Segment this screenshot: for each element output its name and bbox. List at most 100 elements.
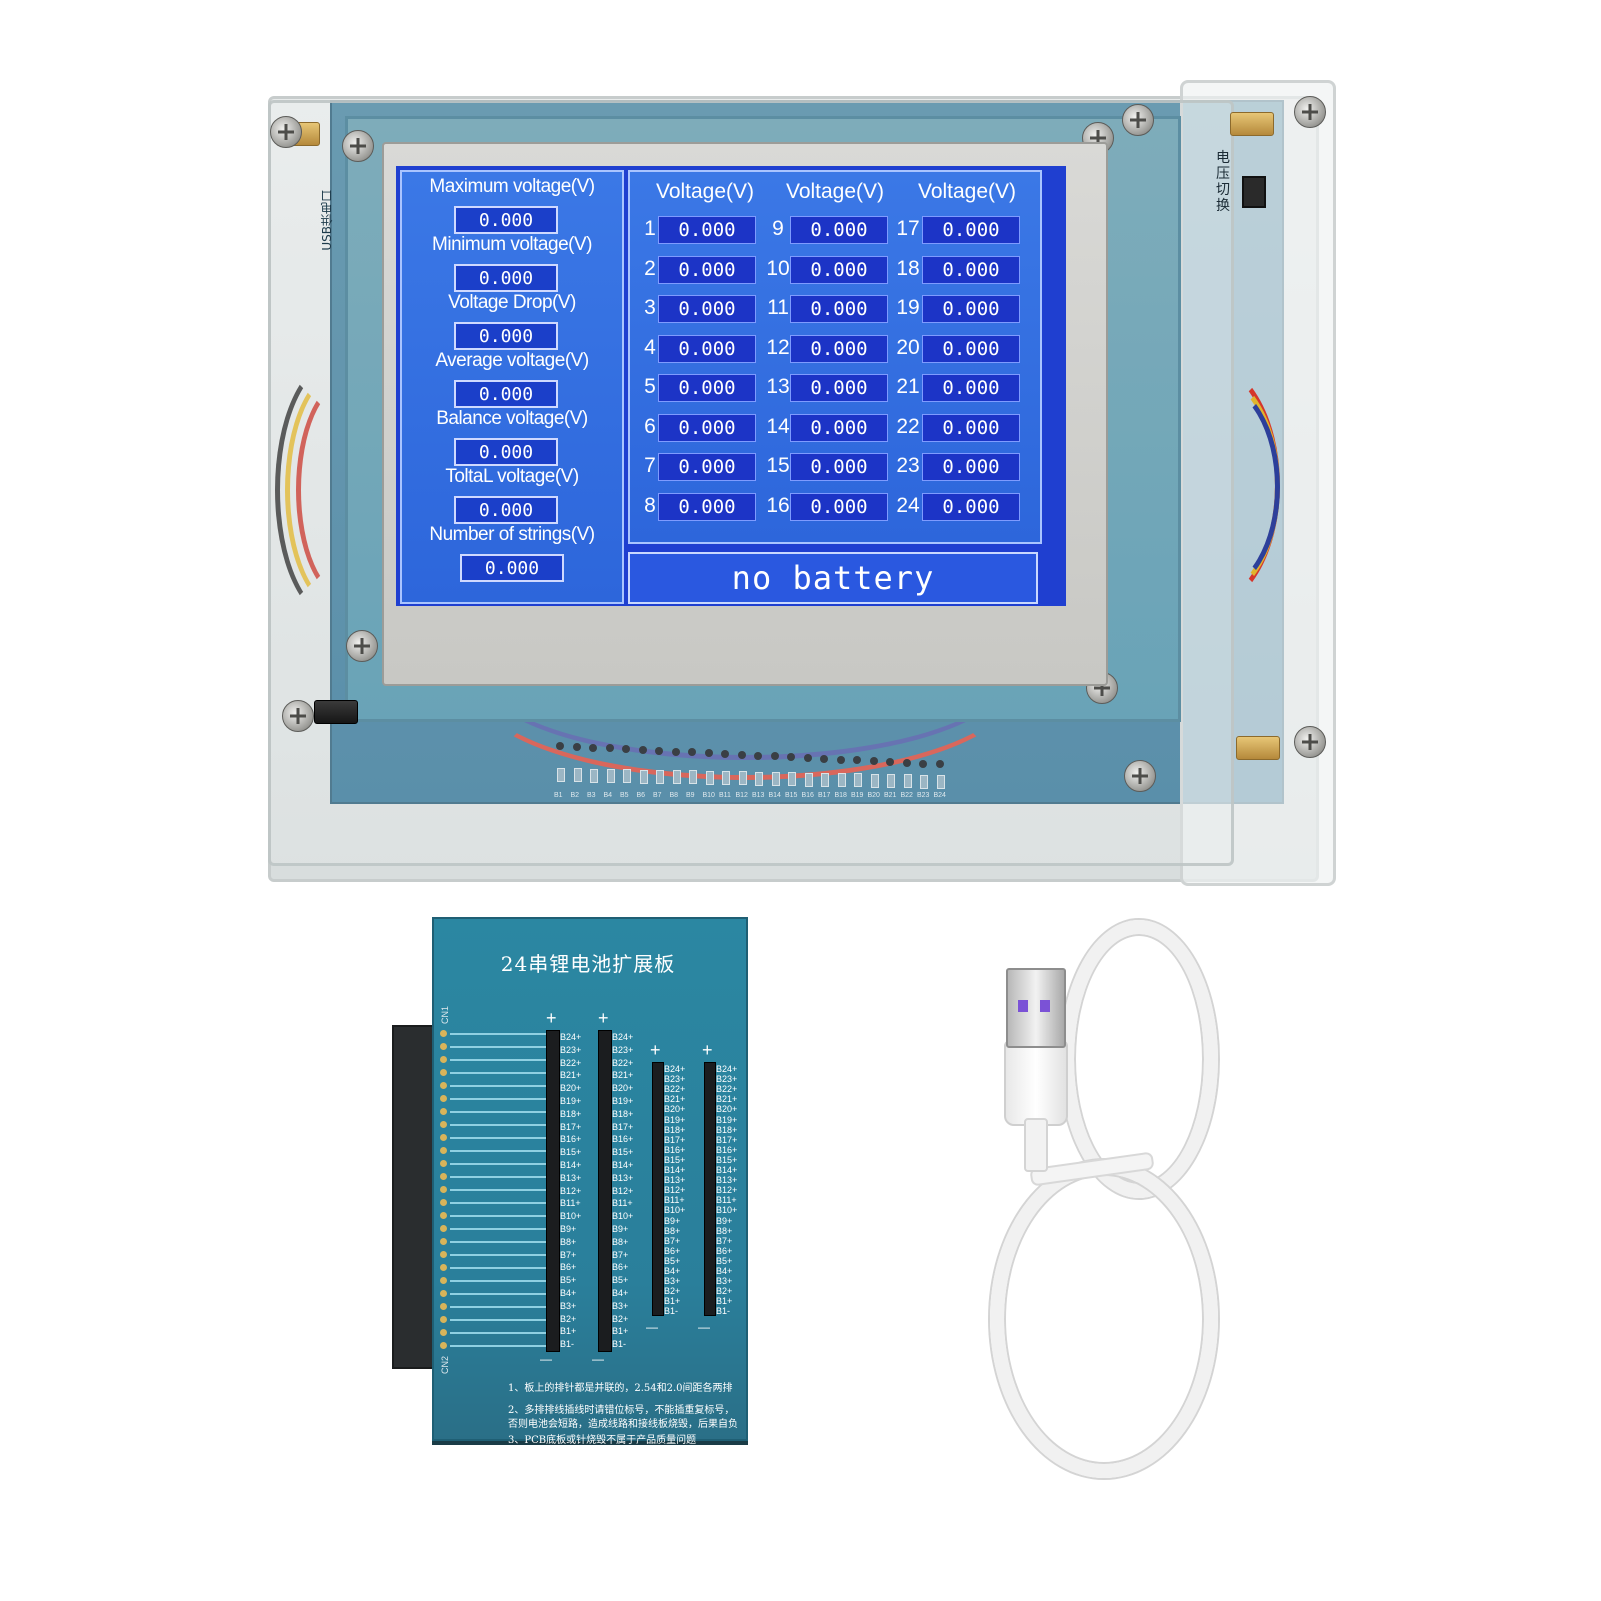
pin-label: B15 <box>785 792 798 799</box>
header-pin-label: B17+ <box>612 1121 634 1132</box>
cell-voltage-value: 0.000 <box>658 216 756 244</box>
cell-voltage-value: 0.000 <box>922 374 1020 402</box>
header-pin-label: B13+ <box>560 1172 582 1183</box>
pin-label: B23 <box>917 792 930 799</box>
header-pin-label: B8+ <box>664 1225 681 1236</box>
header-pin-label: B14+ <box>560 1160 582 1170</box>
pcb-trace <box>450 1085 558 1087</box>
stat-value-average: 0.000 <box>454 380 558 408</box>
cell-index: 20 <box>896 335 920 359</box>
expansion-board <box>432 917 748 1441</box>
column-header: Voltage(V) <box>655 180 755 203</box>
cell-index: 19 <box>896 296 920 319</box>
usb-contact <box>1040 1000 1050 1012</box>
header-pin-label: B19+ <box>612 1096 634 1106</box>
header-pin-label: B5+ <box>664 1255 681 1266</box>
expansion-board-title: 24串锂电池扩展板 <box>500 952 676 976</box>
header-pin-label: B21+ <box>664 1094 686 1105</box>
pcb-trace <box>450 1176 558 1178</box>
connector-pin-icon <box>440 1069 447 1076</box>
pcb-trace <box>450 1215 558 1217</box>
cell-index: 18 <box>896 256 920 280</box>
header-pin-label: B16+ <box>612 1134 634 1145</box>
cell-voltage-value: 0.000 <box>922 255 1020 284</box>
ribbon-cable-right-blue <box>1150 380 1280 594</box>
pad-icon <box>903 774 912 789</box>
header-pin-label: B7+ <box>664 1235 681 1246</box>
pcb-trace <box>450 1319 558 1321</box>
pad-icon <box>590 768 598 783</box>
header-labels-b: B24+B23+B22+B21+B20+B19+B18+B17+B16+B15+… <box>612 1032 652 1352</box>
cell-index: 21 <box>896 375 920 398</box>
usb-port-label: USB供电口 <box>320 190 334 251</box>
cell-index: 17 <box>896 217 920 240</box>
board-note-2: 2、多排排线插线时请错位标号，不能插重复标号， <box>508 1405 735 1416</box>
header-strip-3 <box>652 1062 664 1316</box>
header-pin-label: B14+ <box>612 1160 634 1170</box>
pin-label: B6 <box>636 792 646 799</box>
cell-index: 8 <box>644 493 656 517</box>
header-pin-label: B10+ <box>612 1211 634 1222</box>
voltage-switch[interactable] <box>1242 176 1266 208</box>
connector-pin-icon <box>440 1238 447 1245</box>
pin-icon <box>836 755 845 764</box>
stat-label-max: Maximum voltage(V) <box>429 176 595 197</box>
board-note-3: 否则电池会短路，造成线路和接线板烧毁，后果自负 <box>508 1419 738 1430</box>
connector-pin-icon <box>440 1121 447 1128</box>
header-pin-label: B18+ <box>612 1108 634 1119</box>
pad-icon <box>788 772 796 787</box>
cell-voltage-value: 0.000 <box>790 374 888 402</box>
header-pin-label: B18+ <box>560 1108 582 1119</box>
header-pin-label: B24+ <box>664 1064 686 1074</box>
connector-pin-icon <box>440 1277 447 1284</box>
connector-pin-icon <box>440 1030 447 1037</box>
cell-voltage-value: 0.000 <box>790 295 888 323</box>
cell-index: 22 <box>896 414 920 438</box>
cell-index: 24 <box>896 493 920 517</box>
cn1-label: CN1 <box>440 1005 451 1025</box>
connector-pin-icon <box>440 1186 447 1193</box>
connector-pin-icon <box>440 1225 447 1232</box>
header-pin-label: B2+ <box>664 1286 681 1297</box>
column-header: Voltage(V) <box>917 180 1017 203</box>
cell-voltage-value: 0.000 <box>922 413 1020 442</box>
board-note-4: 3、PCB底板或针烧毁不属于产品质量问题 <box>508 1435 697 1446</box>
pad-icon <box>573 768 582 783</box>
pin-icon <box>638 746 647 754</box>
connector-pin-icon <box>440 1108 447 1115</box>
header-labels-c: B24+B23+B22+B21+B20+B19+B18+B17+B16+B15+… <box>664 1064 704 1316</box>
pin-icon <box>770 752 779 761</box>
pad-icon <box>821 772 829 787</box>
header-pin-label: B11+ <box>664 1195 685 1206</box>
pin-label: B13 <box>752 792 765 799</box>
header-pin-label: B23+ <box>716 1074 738 1085</box>
cell-voltage-value: 0.000 <box>658 492 756 521</box>
pcb-trace <box>450 1306 558 1308</box>
connector-pin-icon <box>440 1251 447 1258</box>
cell-index: 2 <box>644 256 656 280</box>
ribbon-cable-left-yellow <box>285 370 395 610</box>
ribbon-cable-left <box>275 360 395 620</box>
cell-voltage-value: 0.000 <box>790 413 888 442</box>
header-pin-label: B24+ <box>612 1032 634 1042</box>
header-pin-label: B15+ <box>560 1147 582 1158</box>
header-pin-label: B9+ <box>560 1224 577 1234</box>
pad-icon <box>738 771 747 786</box>
pcb-trace <box>450 1202 558 1204</box>
header-pin-label: B4+ <box>664 1266 681 1276</box>
pad-icon <box>606 768 615 783</box>
pin-label: B5 <box>620 792 629 799</box>
pcb-trace <box>450 1345 558 1347</box>
cell-voltage-value: 0.000 <box>658 453 756 481</box>
header-pin-label: B20+ <box>560 1083 582 1094</box>
header-pin-label: B3+ <box>560 1300 577 1311</box>
pin-icon <box>737 750 746 759</box>
header-pin-label: B1+ <box>664 1296 681 1307</box>
header-pin-label: B10+ <box>716 1205 738 1216</box>
screw-icon <box>270 116 302 148</box>
cell-voltage-value: 0.000 <box>790 453 888 481</box>
connector-pin-icon <box>440 1199 447 1206</box>
header-strip-4 <box>704 1062 716 1316</box>
pcb-trace <box>450 1072 558 1074</box>
cell-index: 6 <box>644 414 656 438</box>
